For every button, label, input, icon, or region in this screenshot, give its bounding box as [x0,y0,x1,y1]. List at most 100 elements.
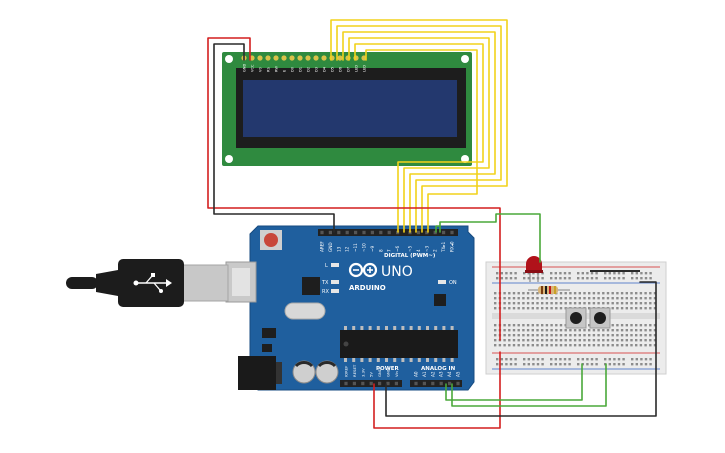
header-pin[interactable] [352,381,356,386]
header-pin[interactable] [433,230,437,235]
lcd-pin[interactable] [353,55,359,61]
breadboard-hole [550,272,553,275]
reset-button[interactable] [264,233,278,247]
header-pin[interactable] [361,381,365,386]
atmega-chip [340,330,458,358]
header-pin[interactable] [337,230,341,235]
header-pin[interactable] [370,230,374,235]
lcd-pin[interactable] [345,55,351,61]
red-led[interactable] [525,256,543,282]
header-pin[interactable] [416,230,420,235]
header-pin-label: ~9 [370,245,375,252]
breadboard-hole [617,272,621,275]
digital-header[interactable] [318,229,458,236]
header-pin[interactable] [362,230,366,235]
header-pin[interactable] [328,230,332,235]
dc-jack-tab [276,362,282,384]
header-pin[interactable] [345,230,349,235]
breadboard-hole [583,329,586,332]
lcd-pin[interactable] [337,55,343,61]
chip-leg [344,326,347,330]
header-pin-label: 13 [336,246,341,252]
breadboard-hole [545,329,549,332]
pushbutton-cap[interactable] [570,312,582,324]
header-pin[interactable] [369,381,373,386]
lcd-pin[interactable] [297,55,303,61]
power-header[interactable] [340,380,402,387]
lcd-pin[interactable] [257,55,263,61]
breadboard-hole [639,344,643,347]
breadboard-hole [578,334,581,337]
analog-header[interactable] [410,380,462,387]
lcd-pin[interactable] [273,55,279,61]
breadboard-hole [545,324,549,327]
breadboard[interactable] [485,261,667,375]
header-pin[interactable] [431,381,435,386]
lcd-pin[interactable] [329,55,335,61]
resistor[interactable] [528,286,570,294]
header-pin[interactable] [354,230,358,235]
header-pin-label: IOREF [344,366,349,377]
breadboard-hole [550,358,553,361]
chip-leg [344,358,347,362]
usb-cable[interactable] [66,259,229,307]
header-pin[interactable] [394,381,398,386]
header-pin-label: GND [386,368,391,377]
breadboard-hole [532,272,535,275]
breadboard-hole [611,334,614,337]
breadboard-hole [550,344,553,347]
breadboard-hole [602,297,605,300]
breadboard-hole [550,334,553,337]
pushbutton-2[interactable] [589,307,611,329]
header-pin[interactable] [425,230,429,235]
header-pin[interactable] [448,381,452,386]
header-pin[interactable] [414,381,418,386]
breadboard-hole [611,339,614,342]
breadboard-hole [620,292,624,295]
header-pin[interactable] [379,230,383,235]
wire-yellow-e [354,43,484,233]
breadboard-hole [512,329,516,332]
lcd-pin[interactable] [313,55,319,61]
breadboard-hole [606,329,610,332]
header-pin[interactable] [450,230,454,235]
breadboard-hole [559,334,563,337]
header-pin[interactable] [387,230,391,235]
lcd-pin[interactable] [281,55,287,61]
lcd-pin[interactable] [321,55,327,61]
breadboard-hole [517,307,520,310]
breadboard-hole [644,358,648,361]
breadboard-hole [631,272,634,275]
header-pin[interactable] [456,381,460,386]
header-pin[interactable] [422,381,426,386]
header-pin[interactable] [344,381,348,386]
header-pin[interactable] [439,381,443,386]
pushbutton-cap[interactable] [594,312,606,324]
breadboard-hole [606,339,610,342]
breadboard-hole [536,344,539,347]
breadboard-hole [630,324,633,327]
breadboard-hole [653,344,657,347]
breadboard-hole [536,307,539,310]
header-pin-label: A2 [430,371,435,377]
header-pin[interactable] [320,230,324,235]
header-pin[interactable] [378,381,382,386]
header-pin[interactable] [386,381,390,386]
pushbutton-1[interactable] [565,307,587,329]
breadboard-hole [526,329,530,332]
chip-leg [401,326,405,330]
header-pin[interactable] [442,230,446,235]
breadboard-hole [564,329,567,332]
breadboard-hole [611,307,614,310]
breadboard-hole [550,277,553,280]
lcd-pin[interactable] [305,55,311,61]
breadboard-hole [536,334,539,337]
breadboard-hole [602,329,605,332]
breadboard-hole [509,363,513,366]
lcd-pin[interactable] [289,55,295,61]
lcd-pin[interactable] [265,55,271,61]
breadboard-hole [517,344,520,347]
